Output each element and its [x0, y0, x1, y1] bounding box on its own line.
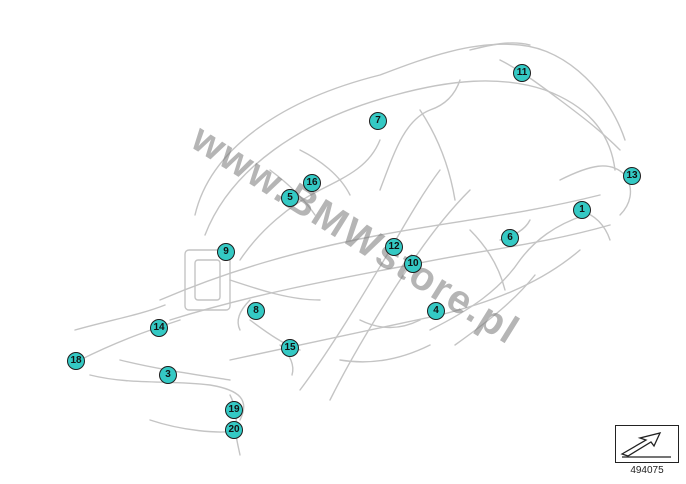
- callout-7[interactable]: 7: [369, 112, 387, 130]
- callout-15[interactable]: 15: [281, 339, 299, 357]
- callout-12[interactable]: 12: [385, 238, 403, 256]
- callout-3[interactable]: 3: [159, 366, 177, 384]
- callout-10[interactable]: 10: [404, 255, 422, 273]
- callout-9[interactable]: 9: [217, 243, 235, 261]
- callout-11[interactable]: 11: [513, 64, 531, 82]
- callout-20[interactable]: 20: [225, 421, 243, 439]
- callout-5[interactable]: 5: [281, 189, 299, 207]
- callout-8[interactable]: 8: [247, 302, 265, 320]
- callout-16[interactable]: 16: [303, 174, 321, 192]
- arrow-icon: [620, 432, 671, 458]
- callout-1[interactable]: 1: [573, 201, 591, 219]
- diagram-id: 494075: [630, 465, 664, 476]
- callout-19[interactable]: 19: [225, 401, 243, 419]
- callout-18[interactable]: 18: [67, 352, 85, 370]
- corner-badge: [615, 425, 679, 463]
- callout-4[interactable]: 4: [427, 302, 445, 320]
- callout-6[interactable]: 6: [501, 229, 519, 247]
- callout-14[interactable]: 14: [150, 319, 168, 337]
- callout-13[interactable]: 13: [623, 167, 641, 185]
